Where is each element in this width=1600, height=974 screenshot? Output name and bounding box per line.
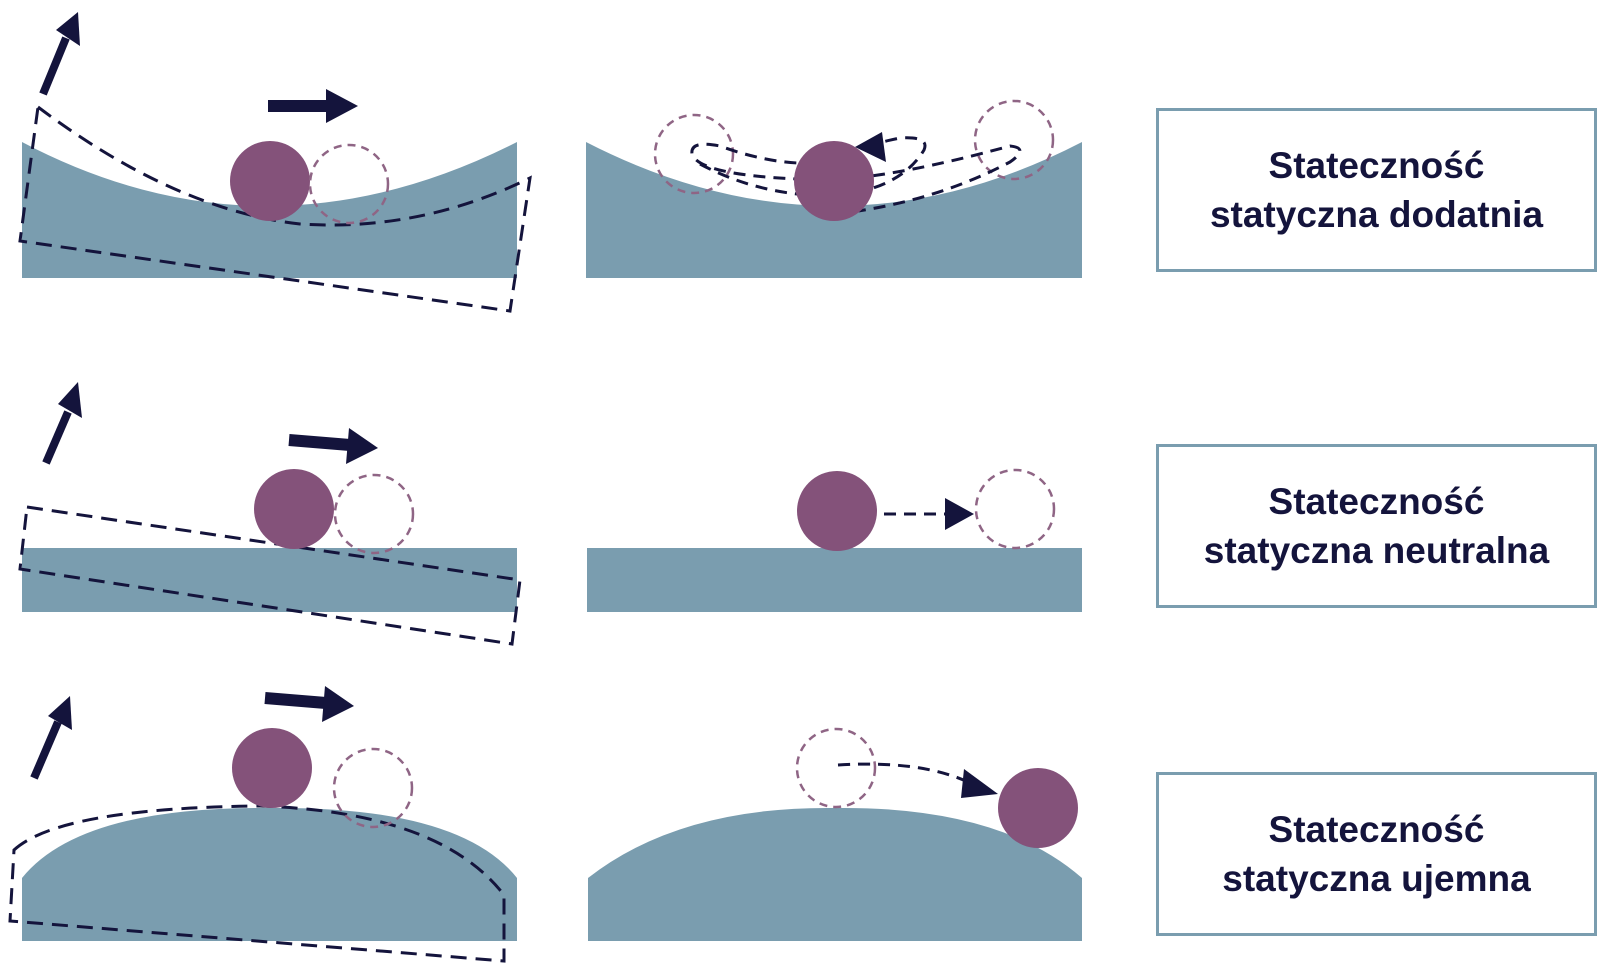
label-text: Stateczność statyczna neutralna [1204, 477, 1549, 575]
ball [797, 471, 877, 551]
ball [254, 469, 334, 549]
ball [230, 141, 310, 221]
ghost-ball-left [653, 113, 735, 195]
panel-tilted-negative [8, 686, 517, 963]
panel-result-positive [586, 99, 1082, 278]
panel-tilted-neutral [18, 382, 522, 646]
convex-surface [22, 807, 517, 941]
label-line-1: Stateczność [1268, 481, 1485, 522]
ghost-ball [332, 747, 414, 829]
convex-surface [588, 807, 1082, 941]
label-line-1: Stateczność [1268, 809, 1485, 850]
row-negative [8, 686, 1082, 963]
ball [794, 141, 874, 221]
tilt-up-arrow-head [58, 382, 82, 418]
label-line-2: statyczna ujemna [1222, 858, 1531, 899]
push-right-arrow-head [322, 686, 354, 722]
flat-surface [22, 548, 517, 612]
ball [998, 768, 1078, 848]
label-text: Stateczność statyczna ujemna [1222, 805, 1530, 903]
tilted-outline [18, 505, 522, 646]
tilted-outline [18, 104, 532, 313]
label-box-neutral: Stateczność statyczna neutralna [1156, 444, 1597, 608]
row-neutral [18, 382, 1082, 646]
oscillation-path-inner [699, 136, 927, 198]
row-positive [18, 12, 1082, 313]
tilt-up-arrow-head [56, 12, 80, 46]
ghost-ball [333, 473, 415, 555]
label-line-2: statyczna dodatnia [1209, 194, 1544, 235]
rolling-arrow-head [961, 769, 998, 798]
label-text: Stateczność statyczna dodatnia [1210, 141, 1543, 239]
panel-tilted-positive [18, 12, 532, 313]
push-right-arrow-head [346, 428, 378, 464]
tilt-up-arrow-icon [39, 36, 70, 96]
tilt-up-arrow-icon [30, 720, 62, 780]
rolling-path [837, 762, 969, 784]
label-line-1: Stateczność [1268, 145, 1485, 186]
push-right-arrow-icon [264, 692, 327, 709]
ball [232, 728, 312, 808]
panel-result-negative [588, 727, 1082, 941]
push-right-arrow-head [326, 89, 358, 123]
flat-surface [587, 548, 1082, 612]
ghost-ball [795, 727, 877, 809]
ghost-ball [308, 143, 390, 225]
ghost-ball [974, 468, 1056, 550]
label-box-positive: Stateczność statyczna dodatnia [1156, 108, 1597, 272]
displacement-arrow-head [945, 498, 974, 530]
panel-result-neutral [587, 468, 1082, 612]
ghost-ball-right [973, 99, 1055, 181]
tilt-up-arrow-head [48, 696, 72, 730]
oscillation-arrow-head [855, 132, 886, 162]
tilt-up-arrow-icon [42, 410, 72, 465]
push-right-arrow-icon [288, 434, 351, 451]
label-line-2: statyczna neutralna [1203, 530, 1550, 571]
label-box-negative: Stateczność statyczna ujemna [1156, 772, 1597, 936]
